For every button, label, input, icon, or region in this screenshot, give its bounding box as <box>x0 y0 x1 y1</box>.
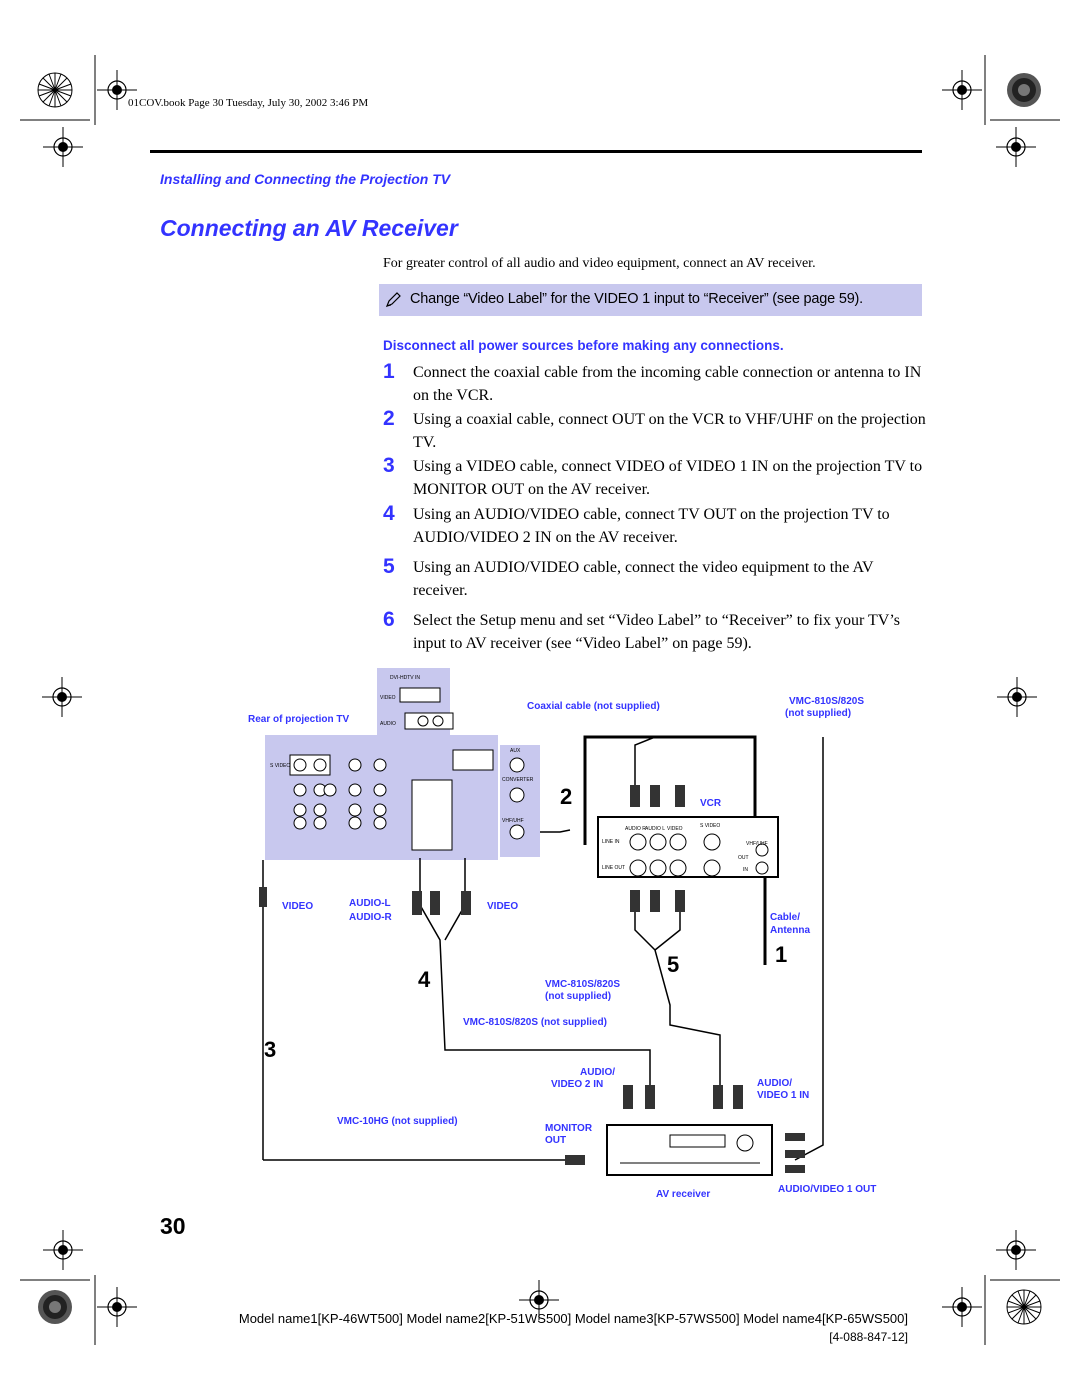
audio-l-label: AUDIO-L <box>349 898 391 909</box>
vmc-mid-a: VMC-810S/820S <box>545 979 621 990</box>
page-number: 30 <box>160 1213 186 1239</box>
av1-label-b: VIDEO 1 IN <box>757 1090 810 1101</box>
intro-text: For greater control of all audio and vid… <box>383 256 816 271</box>
vmc-mid-b: (not supplied) <box>545 991 612 1002</box>
step-number: 6 <box>383 608 395 631</box>
step-number: 2 <box>383 407 395 430</box>
panel-conv-text: CONVERTER <box>502 777 534 783</box>
panel-audio-text: AUDIO <box>380 721 396 727</box>
step-text: Using a coaxial cable, connect OUT on th… <box>413 411 926 451</box>
step-text: Using a VIDEO cable, connect VIDEO of VI… <box>413 458 923 498</box>
step-text: Connect the coaxial cable from the incom… <box>413 364 922 404</box>
section-heading: Installing and Connecting the Projection… <box>160 171 451 187</box>
video-mid-label: VIDEO <box>487 901 519 912</box>
connection-diagram: AUX CONVERTER VHF/UHF DVI-HDTV IN VIDEO … <box>259 668 824 1176</box>
vcr-in-text: IN <box>743 867 748 873</box>
step-text: Using an AUDIO/VIDEO cable, connect TV O… <box>413 506 890 546</box>
warning-text: Disconnect all power sources before maki… <box>383 338 784 353</box>
av2-label-b: VIDEO 2 IN <box>551 1079 604 1090</box>
step-marker-5: 5 <box>667 952 680 977</box>
vcr-video-text: VIDEO <box>667 826 683 832</box>
footer-code: [4-088-847-12] <box>829 1330 908 1344</box>
step-text: Using an AUDIO/VIDEO cable, connect the … <box>413 559 874 599</box>
vcr-line-out-text: LINE OUT <box>602 865 625 871</box>
video-left-label: VIDEO <box>282 901 314 912</box>
av2-label-a: AUDIO/ <box>580 1067 615 1078</box>
note-text: Change “Video Label” for the VIDEO 1 inp… <box>410 291 864 307</box>
step-marker-1: 1 <box>775 942 788 967</box>
vcr-svideo-text: S VIDEO <box>700 823 720 829</box>
step-number: 3 <box>383 454 395 477</box>
monitor-label-a: MONITOR <box>545 1123 593 1134</box>
step-marker-4: 4 <box>418 967 431 992</box>
header-rule <box>150 150 922 153</box>
av-out-label: AUDIO/VIDEO 1 OUT <box>778 1184 877 1195</box>
panel-aux-text: AUX <box>510 748 521 754</box>
step-number: 4 <box>383 502 395 525</box>
coax-label: Coaxial cable (not supplied) <box>527 701 660 712</box>
vcr-out-text: OUT <box>738 855 749 861</box>
note-box <box>379 284 922 316</box>
av-receiver-label: AV receiver <box>656 1189 711 1200</box>
page-title: Connecting an AV Receiver <box>160 215 458 241</box>
step-number: 5 <box>383 555 395 578</box>
vcr-vhfuhf-text: VHF/UHF <box>746 841 768 847</box>
step-marker-2: 2 <box>560 784 573 809</box>
panel-vhf-text: VHF/UHF <box>502 818 524 824</box>
vmc10-label: VMC-10HG (not supplied) <box>337 1116 458 1127</box>
vmc-low-label: VMC-810S/820S (not supplied) <box>463 1017 607 1028</box>
footer-models: Model name1[KP-46WT500] Model name2[KP-5… <box>238 1311 908 1326</box>
av1-label-a: AUDIO/ <box>757 1078 792 1089</box>
cable-label-b: Antenna <box>770 925 810 936</box>
pencil-note-icon <box>385 292 401 308</box>
panel-dvi-text: DVI-HDTV IN <box>390 675 420 681</box>
audio-r-label: AUDIO-R <box>349 912 392 923</box>
panel-svideo-text: S VIDEO <box>270 763 290 769</box>
vcr-label: VCR <box>700 798 722 809</box>
monitor-label-b: OUT <box>545 1135 567 1146</box>
step-number: 1 <box>383 360 395 383</box>
vcr-audio-l-text: AUDIO L <box>645 826 665 832</box>
cable-label-a: Cable/ <box>770 912 801 923</box>
rear-tv-label: Rear of projection TV <box>248 714 350 725</box>
book-line: 01COV.book Page 30 Tuesday, July 30, 200… <box>128 97 369 109</box>
vmc-top-a: VMC-810S/820S <box>789 696 865 707</box>
vmc-top-b: (not supplied) <box>785 708 852 719</box>
vcr-audio-r-text: AUDIO R <box>625 826 646 832</box>
step-marker-3: 3 <box>264 1037 277 1062</box>
vcr-line-in-text: LINE IN <box>602 839 620 845</box>
step-text: Select the Setup menu and set “Video Lab… <box>413 612 901 652</box>
panel-video-text: VIDEO <box>380 695 396 701</box>
